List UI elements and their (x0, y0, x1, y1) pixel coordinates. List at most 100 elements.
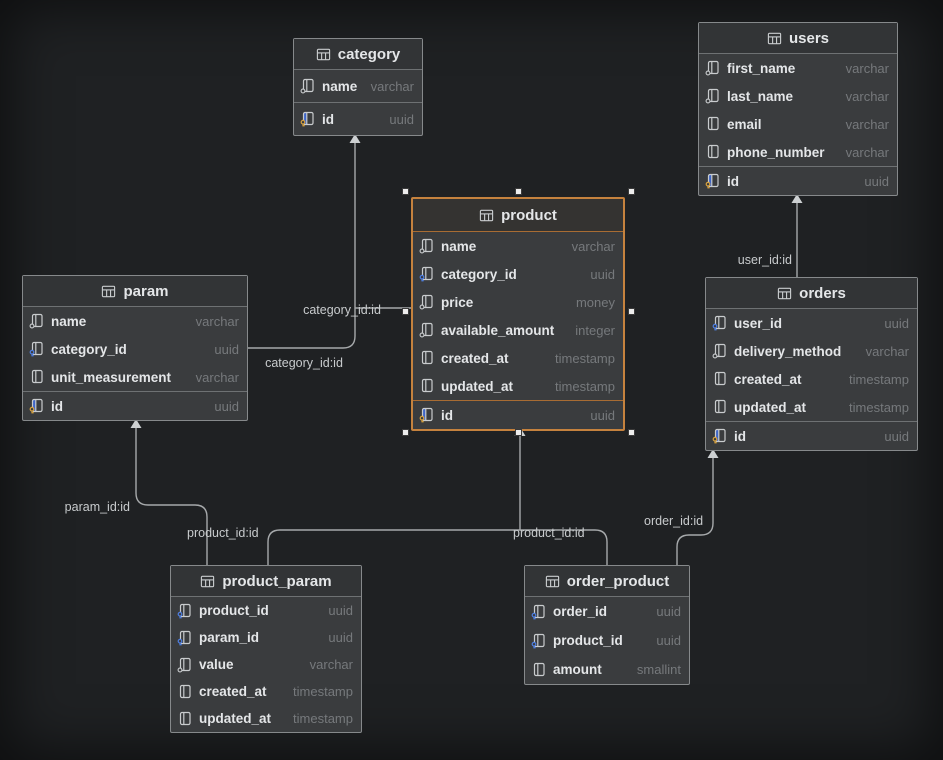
selection-handle[interactable] (514, 428, 522, 436)
column-type: money (575, 294, 615, 310)
column-row[interactable]: amount smallint (525, 655, 689, 684)
indexed-column-icon (177, 657, 191, 672)
indexed-column-icon (419, 294, 433, 310)
relationship-edge-order_product-product_id[interactable] (520, 529, 608, 565)
column-row[interactable]: category_id uuid (23, 335, 247, 363)
column-icon (714, 399, 726, 414)
selection-handle[interactable] (401, 187, 409, 195)
column-type: uuid (328, 603, 353, 618)
table-header[interactable]: orders (706, 278, 917, 309)
column-name: created_at (441, 350, 509, 366)
column-name: delivery_method (734, 343, 842, 359)
column-type: uuid (656, 604, 681, 619)
column-name: amount (553, 662, 602, 677)
indexed-column-icon (705, 88, 719, 104)
table-header[interactable]: order_product (525, 566, 689, 597)
column-name: unit_measurement (51, 369, 172, 385)
table-header[interactable]: product_param (171, 566, 361, 597)
relationship-edge-param-category_id[interactable] (248, 143, 356, 349)
table-header[interactable]: param (23, 276, 247, 307)
selection-handle[interactable] (401, 428, 409, 436)
relationship-edge-order_product-order_id[interactable] (676, 458, 714, 565)
column-row[interactable]: order_id uuid (525, 597, 689, 626)
column-name: updated_at (734, 399, 807, 415)
column-name: id (322, 111, 334, 127)
primary-key-icon (300, 111, 314, 127)
selection-handle[interactable] (514, 187, 522, 195)
column-type: uuid (214, 398, 239, 414)
relationship-label: user_id:id (738, 253, 792, 267)
relationship-edge-product_param-param_id[interactable] (135, 428, 208, 565)
table-header[interactable]: users (699, 23, 897, 54)
selection-handle[interactable] (627, 187, 635, 195)
foreign-key-icon (177, 603, 191, 618)
column-name: category_id (51, 341, 127, 357)
column-name: order_id (553, 604, 608, 619)
arrowhead-icon (791, 194, 803, 203)
relationship-edge-product_param-product_id[interactable] (267, 436, 521, 565)
column-name: updated_at (441, 378, 514, 394)
primary-key-icon (29, 398, 43, 414)
column-type: uuid (884, 315, 909, 331)
column-type: timestamp (849, 371, 909, 387)
table-header[interactable]: category (294, 39, 422, 70)
column-icon (533, 662, 545, 676)
column-type: varchar (370, 78, 414, 94)
indexed-column-icon (419, 322, 433, 338)
column-icon (707, 116, 719, 131)
selection-handle[interactable] (627, 308, 635, 315)
selection-handle[interactable] (627, 428, 635, 436)
indexed-column-icon (300, 78, 314, 94)
selection-handle[interactable] (401, 308, 409, 315)
foreign-key-icon (531, 604, 545, 619)
column-type: uuid (214, 341, 239, 357)
table-title: order_product (566, 572, 670, 590)
table-header[interactable]: product (413, 199, 623, 232)
relationship-label: param_id:id (65, 500, 130, 514)
column-type: smallint (636, 662, 681, 677)
table-icon (102, 285, 116, 297)
column-type: uuid (864, 173, 889, 189)
table-title: users (788, 29, 830, 47)
